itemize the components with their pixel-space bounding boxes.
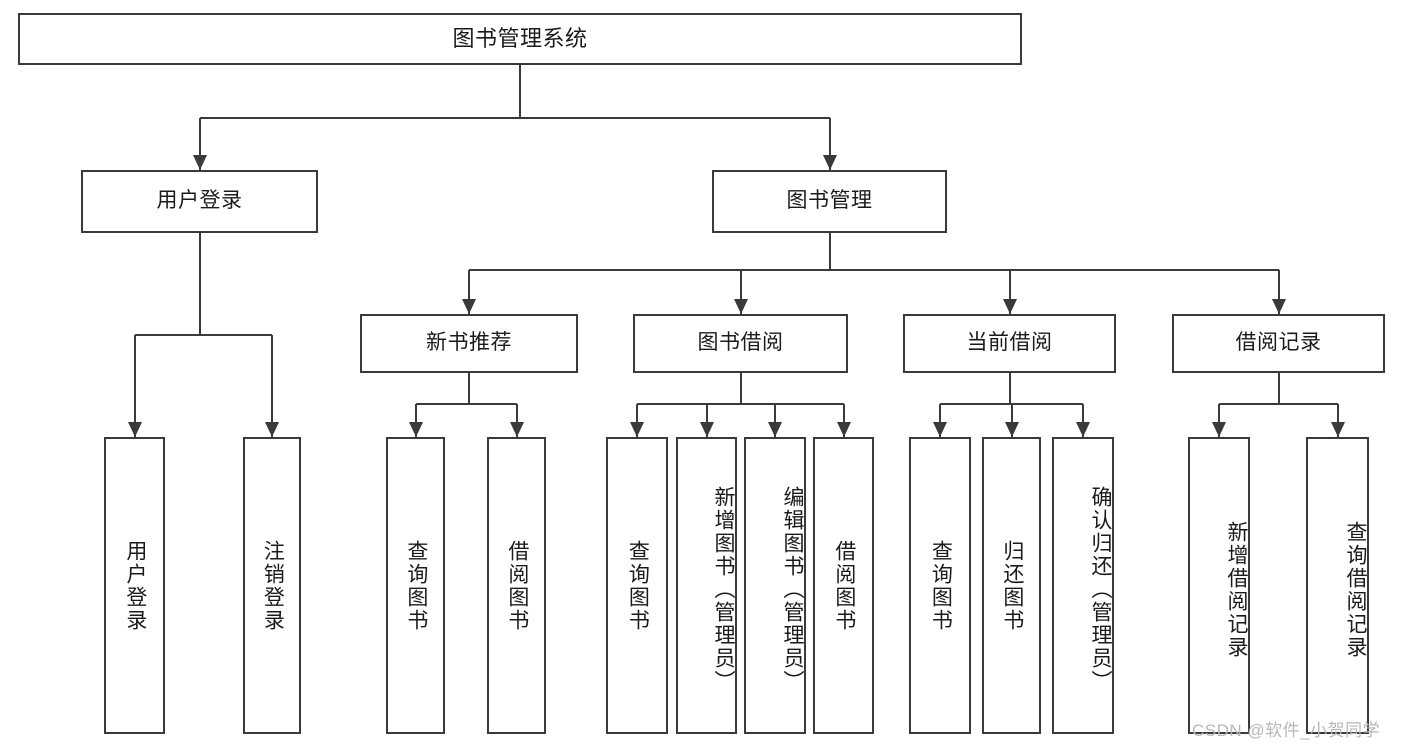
connector-drop-leaf-11 <box>1218 404 1220 437</box>
connector-drop-leaf-4 <box>636 404 638 437</box>
node-leaf-4: 查询图书 <box>606 437 668 734</box>
connector-drop-leaf-6 <box>774 404 776 437</box>
connector-drop-level3-3 <box>1277 270 1280 314</box>
node-leaf-12: 查询借阅记录 <box>1306 437 1369 734</box>
connector-arrowhead <box>192 155 207 170</box>
node-leaf-5: 新增图书（管理员） <box>676 437 737 734</box>
connector-drop-leaf-5 <box>705 404 708 437</box>
node-leaf-0: 用户登录 <box>104 437 165 734</box>
connector-drop-level3-1 <box>739 270 742 314</box>
connector-drop-leaf-8 <box>939 404 941 437</box>
connector-arrowhead <box>509 422 524 437</box>
connector-drop-leaf-3 <box>515 404 518 437</box>
connector-drop-leaf-2 <box>414 404 417 437</box>
connector-drop-leaf-0 <box>133 335 136 437</box>
node-leaf-8: 查询图书 <box>909 437 971 734</box>
connector-arrowhead <box>836 422 851 437</box>
connector-drop-leaf-10 <box>1082 404 1084 437</box>
node-leaf-11: 新增借阅记录 <box>1188 437 1250 734</box>
connector-bus-root <box>199 117 830 119</box>
connector-arrowhead <box>699 422 714 437</box>
connector-arrowhead <box>1271 299 1286 314</box>
connector-drop-leaf-7 <box>842 404 845 437</box>
connector-stem-book-mgmt <box>828 233 831 270</box>
connector-arrowhead <box>127 422 142 437</box>
node-leaf-7: 借阅图书 <box>813 437 874 734</box>
connector-arrowhead <box>1004 422 1019 437</box>
connector-stem-group-3 <box>1277 373 1280 404</box>
node-level2-1: 图书管理 <box>712 170 947 233</box>
connector-bus-book-mgmt <box>469 269 1279 271</box>
connector-bus-user-login <box>134 334 272 336</box>
connector-arrowhead <box>1002 299 1017 314</box>
connector-arrowhead <box>768 422 782 437</box>
connector-arrowhead <box>462 299 476 314</box>
connector-drop-level2-1 <box>828 118 831 170</box>
connector-drop-level2-0 <box>198 118 201 170</box>
connector-stem-group-2 <box>1008 373 1011 404</box>
node-leaf-9: 归还图书 <box>982 437 1041 734</box>
node-leaf-6: 编辑图书（管理员） <box>744 437 806 734</box>
csdn-watermark: CSDN @软件_小贺同学 <box>1192 721 1381 740</box>
connector-drop-leaf-9 <box>1010 404 1013 437</box>
connector-arrowhead <box>630 422 644 437</box>
connector-arrowhead <box>265 422 279 437</box>
connector-arrowhead <box>822 155 837 170</box>
connector-root-stem <box>519 65 521 118</box>
node-level3-0: 新书推荐 <box>360 314 578 373</box>
connector-arrowhead <box>1212 422 1226 437</box>
node-level2-0: 用户登录 <box>81 170 318 233</box>
node-leaf-10: 确认归还（管理员） <box>1052 437 1114 734</box>
connector-stem-group-1 <box>739 373 742 404</box>
node-level3-1: 图书借阅 <box>633 314 848 373</box>
connector-stem-user-login <box>198 233 201 335</box>
connector-stem-group-0 <box>468 373 470 404</box>
connector-drop-level3-2 <box>1008 270 1011 314</box>
connector-bus-group-0 <box>415 403 517 405</box>
node-leaf-2: 查询图书 <box>386 437 445 734</box>
node-leaf-1: 注销登录 <box>243 437 301 734</box>
connector-bus-group-3 <box>1219 403 1338 405</box>
node-leaf-3: 借阅图书 <box>487 437 546 734</box>
connector-drop-leaf-1 <box>271 335 273 437</box>
connector-arrowhead <box>408 422 423 437</box>
node-level3-3: 借阅记录 <box>1172 314 1385 373</box>
connector-drop-level3-0 <box>468 270 470 314</box>
connector-arrowhead <box>1076 422 1090 437</box>
connector-arrowhead <box>733 299 748 314</box>
node-level3-2: 当前借阅 <box>903 314 1116 373</box>
connector-bus-group-1 <box>637 403 844 405</box>
node-root-system: 图书管理系统 <box>18 13 1022 65</box>
connector-drop-leaf-12 <box>1336 404 1339 437</box>
connector-arrowhead <box>933 422 947 437</box>
connector-arrowhead <box>1330 422 1345 437</box>
